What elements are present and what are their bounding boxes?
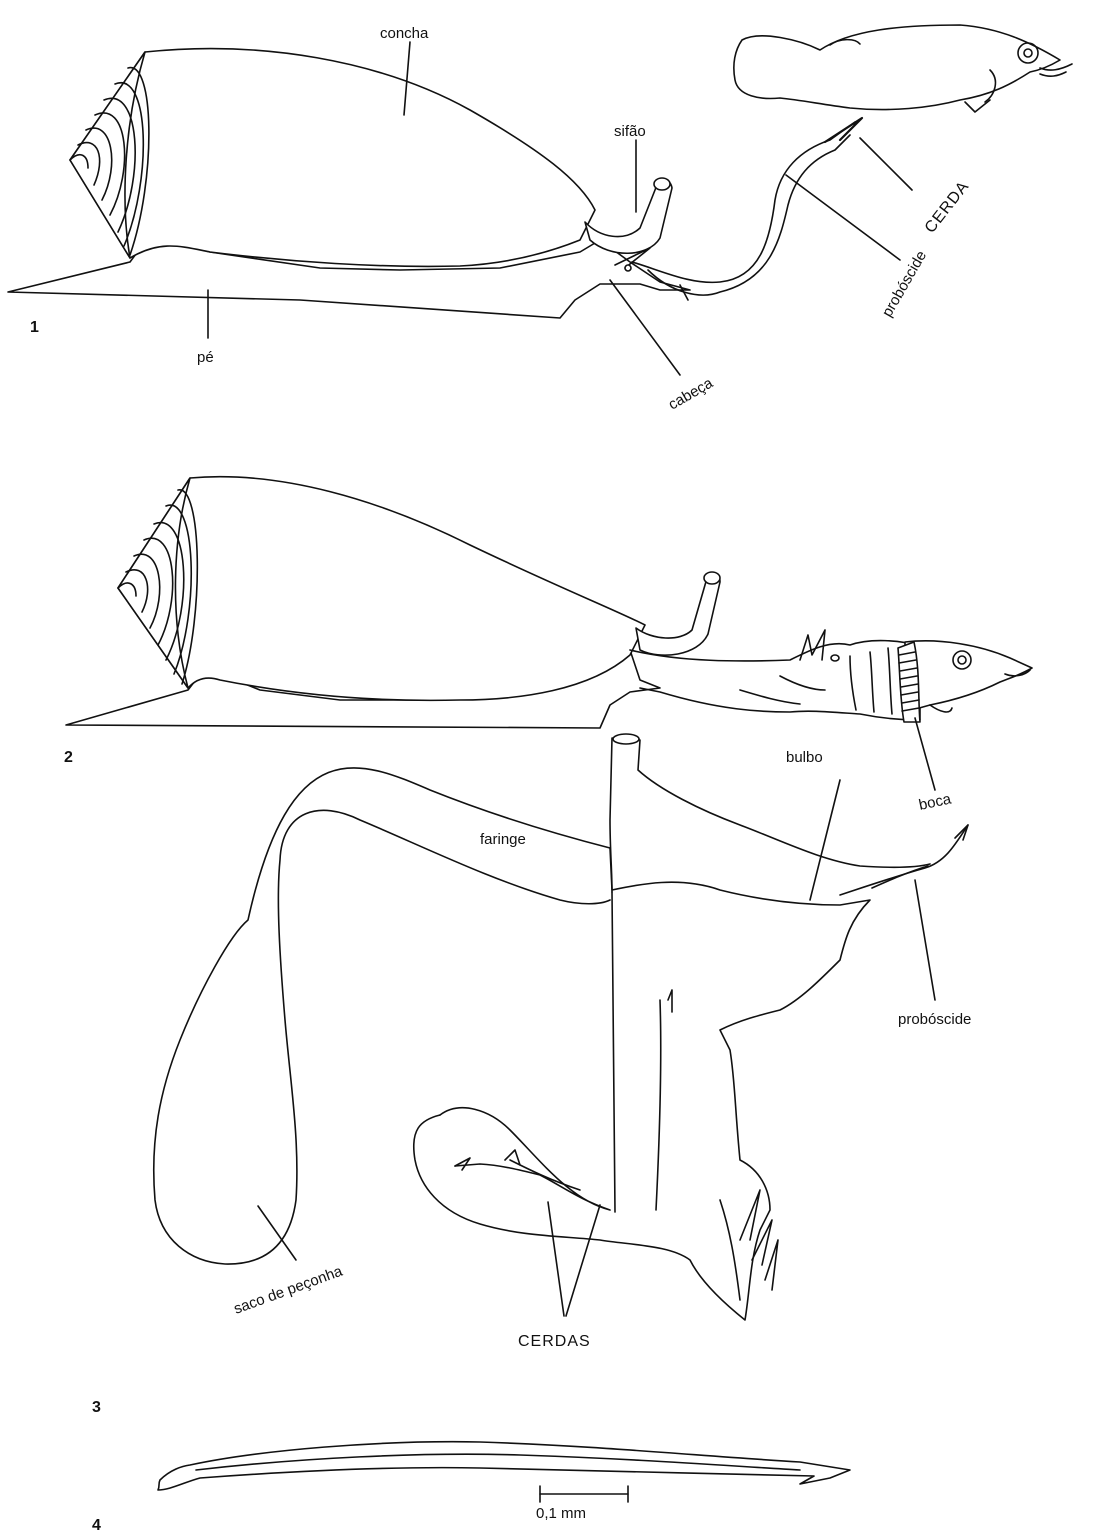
label-bulbo: bulbo xyxy=(786,749,823,766)
proboscis-bristle-1 xyxy=(825,118,862,142)
figure-3-number: 3 xyxy=(92,1399,101,1416)
prey-fish-2 xyxy=(831,641,1032,714)
proboscis-3 xyxy=(840,825,968,895)
venom-sac xyxy=(154,768,610,1264)
bulbo-tube xyxy=(610,738,930,892)
figure-4-number: 4 xyxy=(92,1517,101,1532)
bristle-loop xyxy=(440,1108,610,1210)
label-faringe: faringe xyxy=(480,831,526,848)
label-boca: boca xyxy=(917,790,953,814)
label-proboscide-3: probóscide xyxy=(898,1011,971,1028)
figure-4-harpoon-tooth: 0,1 mm 4 xyxy=(92,1442,850,1532)
label-sifao: sifão xyxy=(614,123,646,140)
harpoon-tooth xyxy=(158,1442,850,1490)
label-cerda: CERDA xyxy=(922,178,973,237)
scale-bar xyxy=(540,1486,628,1502)
siphon xyxy=(585,181,672,254)
figure-3-venom-apparatus: bulbo faringe probóscide saco de peçonha… xyxy=(92,734,971,1416)
pharynx xyxy=(414,848,870,1320)
label-saco-de-peconha: saco de peçonha xyxy=(232,1262,346,1317)
label-cabeca: cabeça xyxy=(666,374,717,413)
prey-fish-1 xyxy=(734,25,1072,112)
figure-1-number: 1 xyxy=(30,319,39,336)
label-proboscide-1: probóscide xyxy=(879,248,930,320)
figure-2-snail-swallowing: boca 2 xyxy=(64,477,1032,814)
figure-1-snail-hunting: concha sifão CERDA probóscide pé cabeça … xyxy=(8,25,1072,413)
label-cerdas: CERDAS xyxy=(518,1333,591,1350)
scale-label: 0,1 mm xyxy=(536,1505,586,1522)
siphon-2 xyxy=(636,574,720,655)
label-concha: concha xyxy=(380,25,429,42)
label-pe: pé xyxy=(197,349,214,366)
figure-2-number: 2 xyxy=(64,749,73,766)
